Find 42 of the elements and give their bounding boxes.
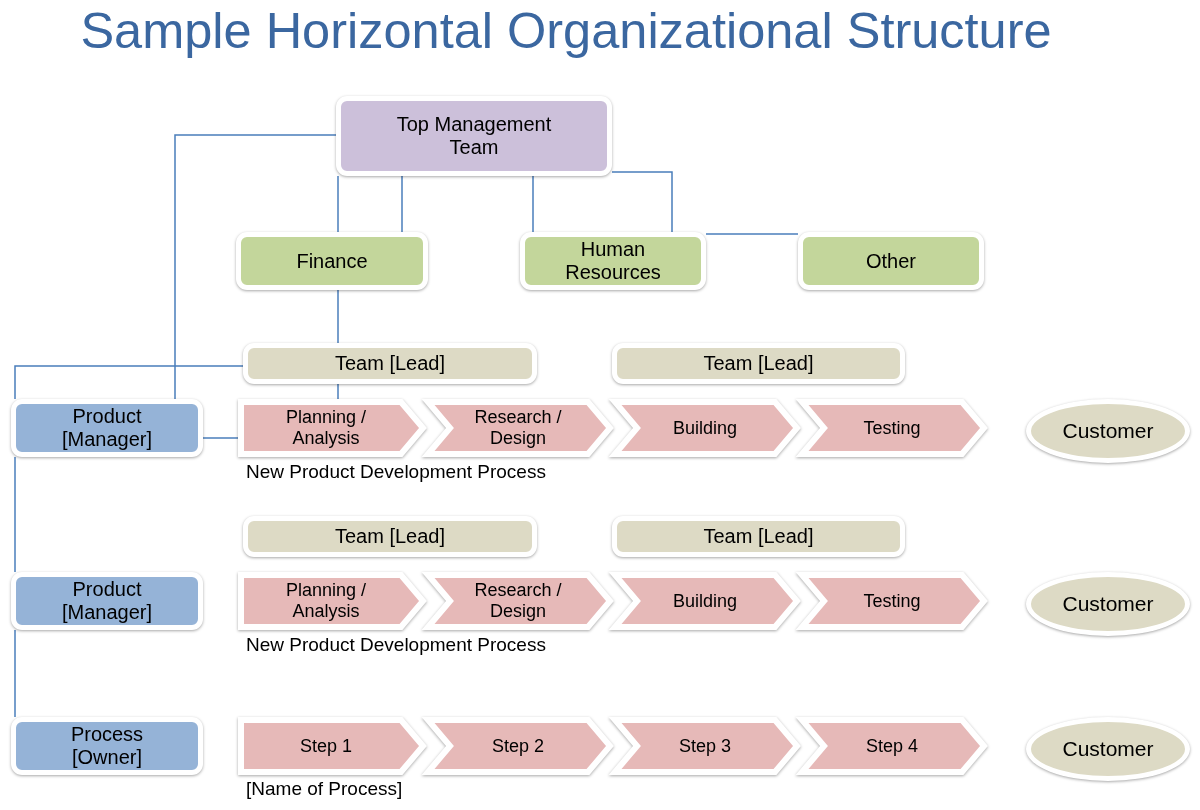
node-label: Step 3 (678, 735, 731, 757)
node-label: Human Resources (564, 238, 662, 284)
process-caption: New Product Development Process (246, 461, 546, 484)
connector-line (174, 134, 337, 400)
connector-line (14, 629, 16, 718)
node-label: Team [Lead] (703, 352, 814, 375)
node-label: Building (672, 417, 737, 439)
node-label: Testing (863, 590, 921, 612)
connector-line (337, 383, 339, 400)
node-label: Customer (1062, 591, 1154, 617)
node-label: Building (672, 590, 737, 612)
node-label: Customer (1062, 418, 1154, 444)
node-label: Step 2 (491, 735, 544, 757)
connector-line (202, 437, 239, 439)
connector-line (337, 289, 339, 344)
node-label: Research / Design (473, 407, 563, 449)
connector-line (14, 365, 244, 400)
node-label: Step 1 (299, 735, 352, 757)
node-label: Customer (1062, 736, 1154, 762)
node-label: Finance (296, 249, 368, 273)
connector-line (401, 175, 403, 233)
process-caption: New Product Development Process (246, 634, 546, 657)
node-label: Process [Owner] (69, 723, 145, 769)
node-label: Testing (863, 417, 921, 439)
connector-line (14, 456, 16, 573)
connector-line (337, 175, 339, 233)
node-label: Planning / Analysis (284, 407, 368, 449)
node-label: Product [Manager] (60, 578, 154, 624)
node-label: Other (866, 249, 916, 273)
node-label: Team [Lead] (334, 525, 446, 548)
node-label: Research / Design (473, 580, 563, 622)
node-label: Product [Manager] (60, 405, 154, 451)
node-label: Team [Lead] (334, 352, 446, 375)
connector-line (532, 175, 534, 233)
diagram-title: Sample Horizontal Organizational Structure (79, 3, 1053, 59)
connector-line (705, 233, 799, 235)
node-label: Team [Lead] (703, 525, 814, 548)
node-label: Step 4 (865, 735, 918, 757)
node-label: Top Management Team (395, 113, 553, 159)
node-label: Planning / Analysis (284, 580, 368, 622)
connector-line (611, 171, 673, 233)
process-caption: [Name of Process] (246, 778, 403, 801)
